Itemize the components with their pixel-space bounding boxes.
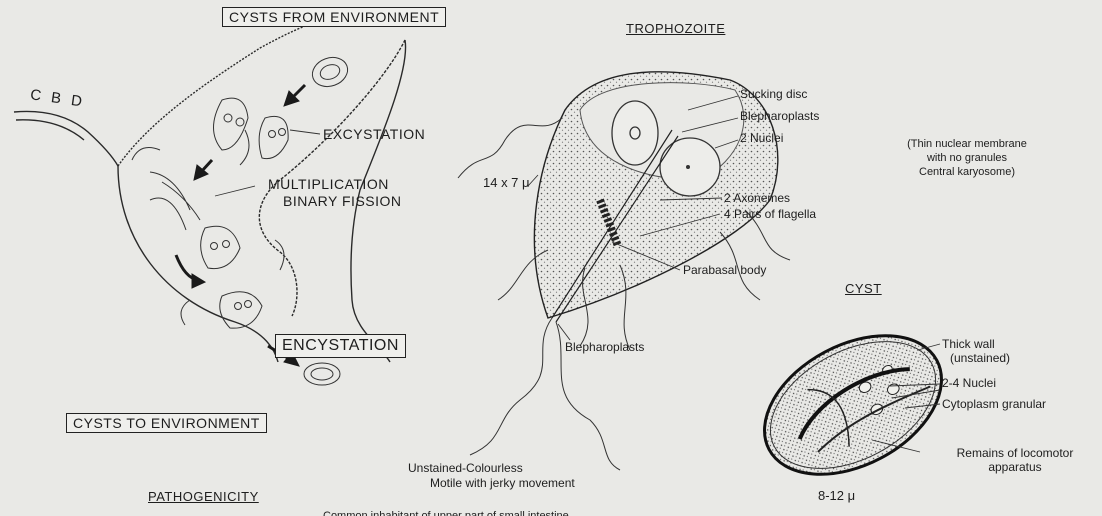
axonemes-label: 2 Axonemes xyxy=(724,191,790,205)
pathogenicity-heading: PATHOGENICITY xyxy=(148,490,259,504)
cyst-size-label: 8-12 μ xyxy=(818,489,855,503)
nuclear-note-2: with no granules xyxy=(872,151,1062,165)
unstained-label: Unstained-Colourless xyxy=(408,461,523,475)
encystation-label: ENCYSTATION xyxy=(275,334,406,358)
cyst-title: CYST xyxy=(845,282,882,296)
excystation-label: EXCYSTATION xyxy=(323,127,425,141)
cytoplasm-label: Cytoplasm granular xyxy=(942,397,1046,411)
thick-wall-label: Thick wall xyxy=(942,337,995,351)
motile-label: Motile with jerky movement xyxy=(430,476,575,490)
sucking-disc-label: Sucking disc xyxy=(740,87,807,101)
cysts-from-environment-label: CYSTS FROM ENVIRONMENT xyxy=(222,7,446,27)
nuclei-label: 2 Nuclei xyxy=(740,131,783,145)
nuclear-note-3: Central karyosome) xyxy=(872,165,1062,179)
nuclear-note-1: (Thin nuclear membrane xyxy=(872,137,1062,151)
trophozoite-size-label: 14 x 7 μ xyxy=(483,176,530,190)
cyst-nuclei-label: 2-4 Nuclei xyxy=(942,376,996,390)
thick-wall-unstained-label: (unstained) xyxy=(950,351,1010,365)
parabasal-body-label: Parabasal body xyxy=(683,263,766,277)
multiplication-label: MULTIPLICATION xyxy=(268,177,389,191)
remains-apparatus-label: apparatus xyxy=(920,460,1102,474)
trophozoite-title: TROPHOZOITE xyxy=(626,22,725,36)
blepharoplasts-top-label: Blepharoplasts xyxy=(740,109,819,123)
blepharoplasts-bottom-label: Blepharoplasts xyxy=(565,340,644,354)
pathogenicity-text-cut: Common inhabitant of upper part of small… xyxy=(323,509,569,516)
binary-fission-label: BINARY FISSION xyxy=(283,194,402,208)
flagella-label: 4 Pairs of flagella xyxy=(724,207,816,221)
remains-label: Remains of locomotor xyxy=(920,446,1102,460)
cysts-to-environment-label: CYSTS TO ENVIRONMENT xyxy=(66,413,267,433)
